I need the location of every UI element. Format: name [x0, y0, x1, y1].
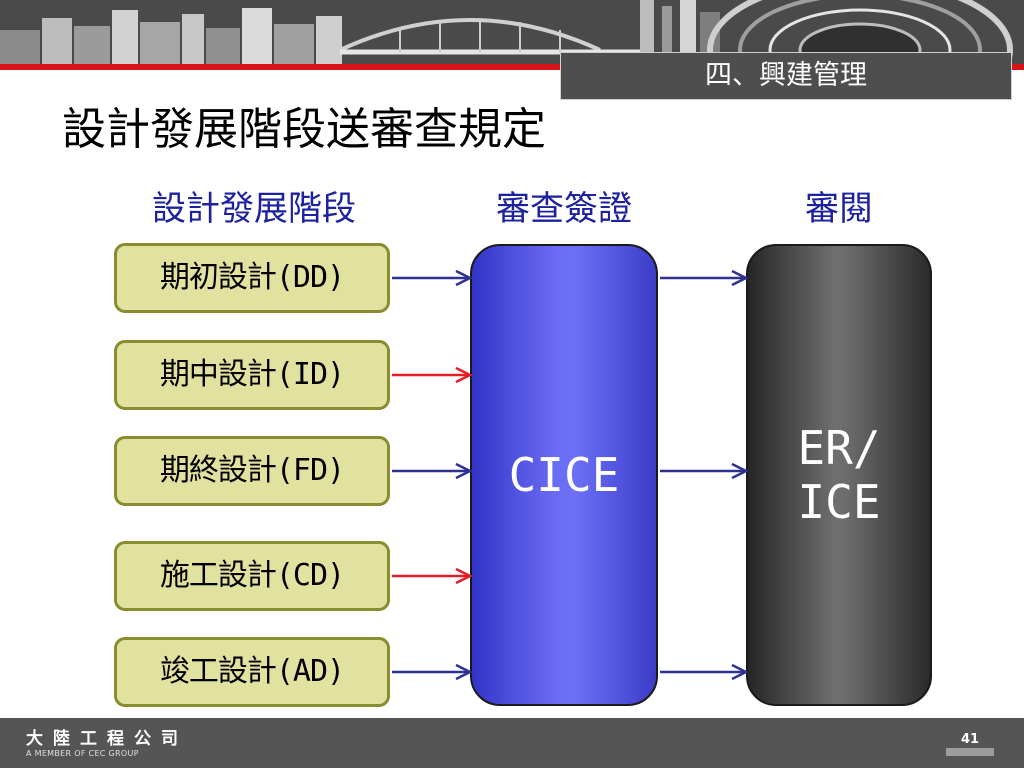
stage-arrow-3: [392, 567, 473, 585]
stage-arrow-0: [392, 269, 473, 287]
stage-box-id[interactable]: 期中設計(ID): [114, 340, 390, 410]
stage-box-fd[interactable]: 期終設計(FD): [114, 436, 390, 506]
stages-column-header: 設計發展階段: [152, 189, 356, 229]
ice-label: ICE: [797, 475, 881, 529]
page-number-underline: [946, 748, 994, 756]
stage-arrow-4: [392, 663, 473, 681]
company-name: 大陸工程公司: [26, 729, 188, 749]
cice-review-pillar[interactable]: CICE: [470, 244, 658, 706]
audit-arrow-0: [660, 269, 749, 287]
audit-column-header: 審閱: [805, 189, 873, 229]
stage-box-cd[interactable]: 施工設計(CD): [114, 541, 390, 611]
cice-label: CICE: [508, 448, 620, 502]
header-red-rule: [0, 64, 1024, 70]
stage-box-dd[interactable]: 期初設計(DD): [114, 243, 390, 313]
audit-arrow-2: [660, 462, 749, 480]
er-label: ER/: [797, 421, 881, 475]
company-tagline: A MEMBER OF CEC GROUP: [26, 749, 139, 758]
stage-arrow-1: [392, 366, 473, 384]
section-label: 四、興建管理: [560, 52, 1012, 100]
footer-bar: 大陸工程公司 A MEMBER OF CEC GROUP 41: [0, 718, 1024, 768]
stage-box-ad[interactable]: 竣工設計(AD): [114, 637, 390, 707]
er-ice-audit-pillar[interactable]: ER/ ICE: [746, 244, 932, 706]
page-number: 41: [960, 732, 980, 747]
stage-arrow-2: [392, 462, 473, 480]
page-title: 設計發展階段送審查規定: [62, 104, 546, 155]
audit-arrow-4: [660, 663, 749, 681]
review-column-header: 審查簽證: [496, 189, 632, 229]
